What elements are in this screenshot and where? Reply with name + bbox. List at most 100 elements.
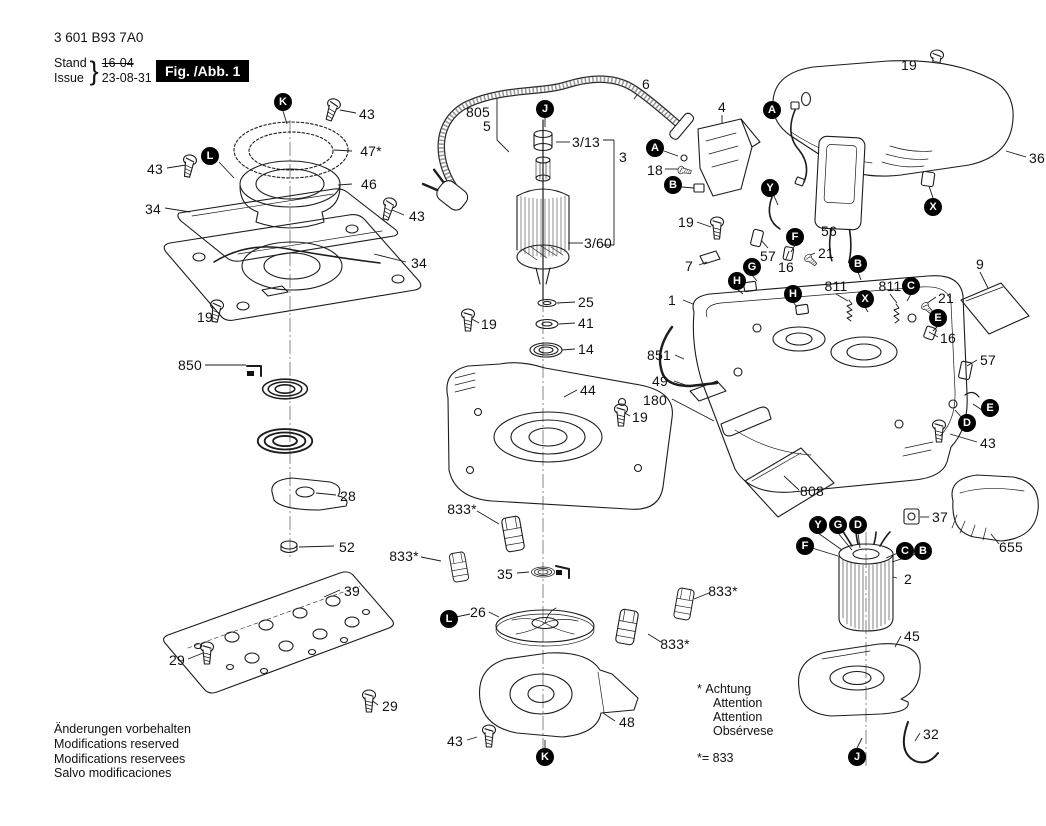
part-label-25-22: 25 <box>578 294 594 310</box>
part-label-5-15: 5 <box>483 118 491 134</box>
callout-H-11: H <box>728 272 746 290</box>
part-box-37 <box>903 508 920 525</box>
footer-disclaimer: Änderungen vorbehalten Modifications res… <box>54 722 191 781</box>
part-label-52-10: 52 <box>339 539 355 555</box>
part-label-57-32: 57 <box>760 248 776 264</box>
part-bearing-flange-44 <box>446 362 673 510</box>
part-label-19-28: 19 <box>901 57 917 73</box>
stand-value: 16-04 <box>101 56 134 70</box>
part-label-2-50: 2 <box>904 571 912 587</box>
section-marks <box>246 365 570 579</box>
part-label-43-0: 43 <box>359 106 375 122</box>
part-label-811-36: 811 <box>824 278 848 294</box>
part-label-655-49: 655 <box>999 539 1023 555</box>
part-label-808-47: 808 <box>800 483 824 499</box>
part-panel-9 <box>960 282 1030 335</box>
part-label-36-29: 36 <box>1029 150 1045 166</box>
part-label-833-55: 833* <box>708 583 738 599</box>
part-label-43-60: 43 <box>447 733 463 749</box>
part-label-360-21: 3/60 <box>583 235 613 251</box>
part-base-plate-39 <box>163 571 394 694</box>
part-label-29-12: 29 <box>169 652 185 668</box>
callout-Y-18: Y <box>809 516 827 534</box>
stand-label: Stand <box>54 56 87 70</box>
callout-J-2: J <box>536 100 554 118</box>
part-label-34-4: 34 <box>145 201 161 217</box>
part-label-44-26: 44 <box>580 382 596 398</box>
title-block: 3 601 B93 7A0 Stand Issue } 16-04 23-08-… <box>54 30 152 86</box>
part-label-37-48: 37 <box>932 509 948 525</box>
callout-A-3: A <box>646 139 664 157</box>
part-label-805-14: 805 <box>466 104 490 120</box>
part-plate-49 <box>689 380 727 402</box>
callout-J-26: J <box>848 748 866 766</box>
part-label-850-8: 850 <box>178 357 202 373</box>
part-label-811-37: 811 <box>878 278 902 294</box>
part-label-45-51: 45 <box>904 628 920 644</box>
note-line-fr: Attention <box>713 710 763 724</box>
callout-F-8: F <box>786 228 804 246</box>
part-label-26-58: 26 <box>470 604 486 620</box>
callout-H-12: H <box>784 285 802 303</box>
part-label-4-20: 4 <box>718 99 726 115</box>
callout-F-21: F <box>796 537 814 555</box>
part-number: 3 601 B93 7A0 <box>54 30 144 45</box>
part-module-56 <box>814 135 866 264</box>
footer-line-es: Salvo modificaciones <box>54 766 172 781</box>
part-label-21-38: 21 <box>938 290 954 306</box>
part-label-14-24: 14 <box>578 341 594 357</box>
part-label-9-40: 9 <box>976 256 984 272</box>
note-line-de: Achtung <box>705 682 752 696</box>
part-label-19-31: 19 <box>678 214 694 230</box>
note-footnote: *= 833 <box>697 751 734 765</box>
part-label-43-5: 43 <box>409 208 425 224</box>
part-fan-26 <box>495 607 595 647</box>
part-washers-25-41 <box>535 298 559 330</box>
callout-B-9: B <box>849 255 867 273</box>
part-label-39-11: 39 <box>344 583 360 599</box>
part-label-56-30: 56 <box>821 223 837 239</box>
part-plate-180 <box>720 406 772 437</box>
part-label-313-17: 3/13 <box>571 134 601 150</box>
part-label-19-27: 19 <box>632 409 648 425</box>
part-housing-1 <box>692 275 968 493</box>
part-label-29-13: 29 <box>382 698 398 714</box>
part-clip-32 <box>902 721 939 764</box>
part-top-plate <box>163 214 422 321</box>
callout-K-0: K <box>274 93 292 111</box>
callout-X-7: X <box>924 198 942 216</box>
asterisk-note: * Achtung Attention Attention Obsérvese … <box>697 682 773 765</box>
footer-line-fr: Modifications reservees <box>54 751 186 766</box>
part-label-18-19: 18 <box>647 162 663 178</box>
part-label-833-56: 833* <box>660 636 690 652</box>
callout-A-5: A <box>763 101 781 119</box>
part-label-19-7: 19 <box>197 309 213 325</box>
part-power-cord-6 <box>421 75 695 211</box>
callout-G-10: G <box>743 258 761 276</box>
issue-value: 23-08-31 <box>101 71 152 85</box>
part-label-851-42: 851 <box>647 347 671 363</box>
part-cover-45 <box>797 643 921 717</box>
part-label-833-54: 833* <box>389 548 419 564</box>
part-nut-52 <box>280 540 298 554</box>
part-seal-ring-47 <box>233 121 349 179</box>
callout-D-20: D <box>849 516 867 534</box>
part-support-28 <box>271 477 348 511</box>
part-label-833-53: 833* <box>447 501 477 517</box>
part-label-1-41: 1 <box>668 292 676 308</box>
part-armature-3 <box>516 119 570 301</box>
part-label-16-34: 16 <box>778 259 794 275</box>
callout-K-25: K <box>536 748 554 766</box>
part-foot-655 <box>951 474 1039 542</box>
callout-D-17: D <box>958 414 976 432</box>
part-frame-gasket-34 <box>177 188 399 262</box>
note-line-en: Attention <box>713 696 763 710</box>
note-line-es: Obsérvese <box>713 724 774 738</box>
part-small-hardware <box>699 228 980 409</box>
part-label-49-43: 49 <box>652 373 668 389</box>
part-label-35-57: 35 <box>497 566 513 582</box>
part-fan-housing-48 <box>478 652 639 738</box>
part-label-6-16: 6 <box>642 76 650 92</box>
